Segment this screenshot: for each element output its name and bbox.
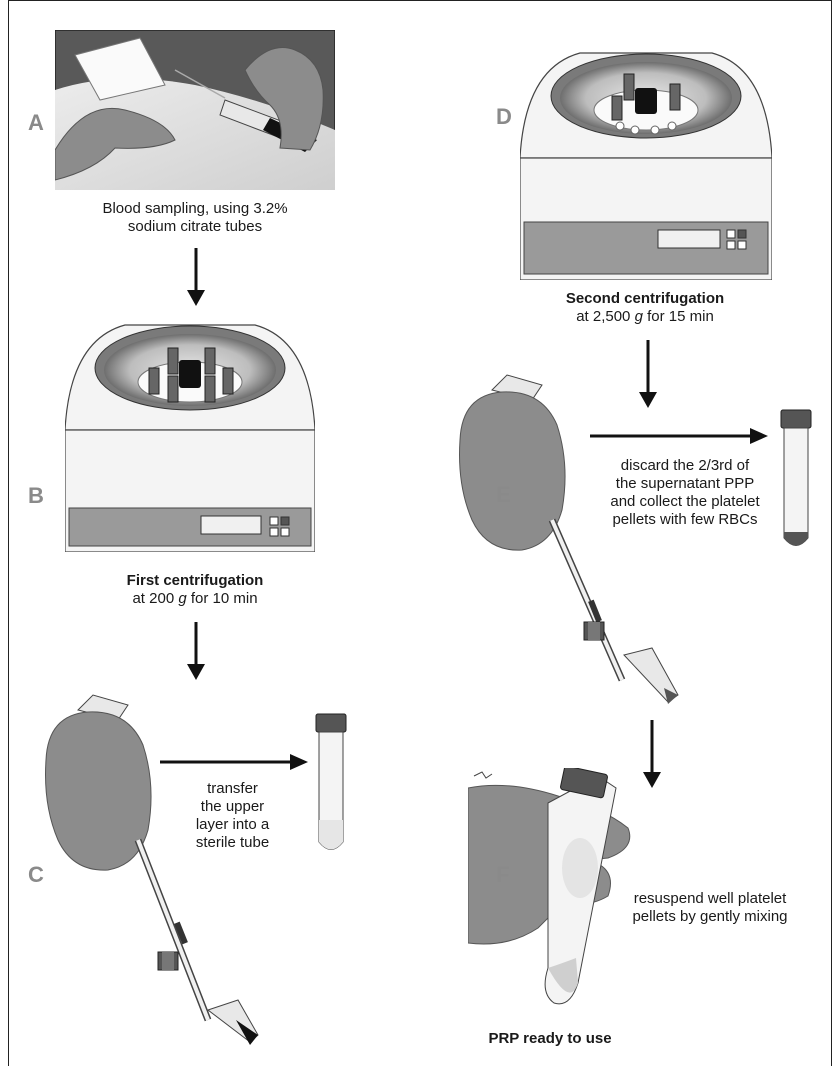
- arrow-b-to-c: [184, 622, 208, 682]
- step-a-caption: Blood sampling, using 3.2% sodium citrat…: [60, 200, 330, 236]
- step-d-caption: Second centrifugation at 2,500 g for 15 …: [510, 290, 780, 326]
- step-c-note: transfer the upper layer into a sterile …: [175, 780, 290, 852]
- step-e-note-line1: discard the 2/3rd of: [590, 457, 780, 475]
- step-d-caption-params: at 2,500 g for 15 min: [510, 308, 780, 326]
- step-c-note-line4: sterile tube: [175, 834, 290, 852]
- step-a-caption-line1: Blood sampling, using 3.2%: [60, 200, 330, 218]
- step-b-caption-title: First centrifugation: [127, 572, 264, 589]
- step-f-letter: F: [496, 862, 509, 888]
- second-centrifuge-illustration: [520, 48, 772, 280]
- step-e-note: discard the 2/3rd of the supernatant PPP…: [590, 457, 780, 529]
- platelet-tube-e: [779, 408, 813, 553]
- step-f-note-line1: resuspend well platelet: [610, 890, 810, 908]
- step-a-caption-line2: sodium citrate tubes: [60, 218, 330, 236]
- step-c-letter: C: [28, 862, 44, 888]
- step-b-caption-params: at 200 g for 10 min: [60, 590, 330, 608]
- step-e-note-line3: and collect the platelet: [590, 493, 780, 511]
- step-b-letter: B: [28, 483, 44, 509]
- step-e-letter: E: [496, 482, 511, 508]
- step-f-note: resuspend well platelet pellets by gentl…: [610, 890, 810, 926]
- arrow-e-discard: [590, 426, 770, 446]
- pipette-discard-illustration: [452, 370, 692, 710]
- step-f-caption-title: PRP ready to use: [488, 1030, 611, 1047]
- step-b-caption: First centrifugation at 200 g for 10 min: [60, 572, 330, 608]
- sterile-tube-c: [314, 712, 348, 857]
- step-c-note-line1: transfer: [175, 780, 290, 798]
- step-e-note-line2: the supernatant PPP: [590, 475, 780, 493]
- step-c-note-line3: layer into a: [175, 816, 290, 834]
- arrow-e-to-f: [640, 720, 664, 790]
- pipette-transfer-illustration: [38, 690, 278, 1050]
- step-f-note-line2: pellets by gently mixing: [610, 908, 810, 926]
- step-a-letter: A: [28, 110, 44, 136]
- blood-sampling-illustration: [55, 30, 335, 190]
- step-f-caption: PRP ready to use: [470, 1030, 630, 1048]
- step-e-note-line4: pellets with few RBCs: [590, 511, 780, 529]
- step-d-caption-title: Second centrifugation: [566, 290, 724, 307]
- arrow-a-to-b: [184, 248, 208, 308]
- step-c-note-line2: the upper: [175, 798, 290, 816]
- step-d-letter: D: [496, 104, 512, 130]
- first-centrifuge-illustration: [65, 320, 315, 552]
- arrow-c-transfer: [160, 752, 310, 772]
